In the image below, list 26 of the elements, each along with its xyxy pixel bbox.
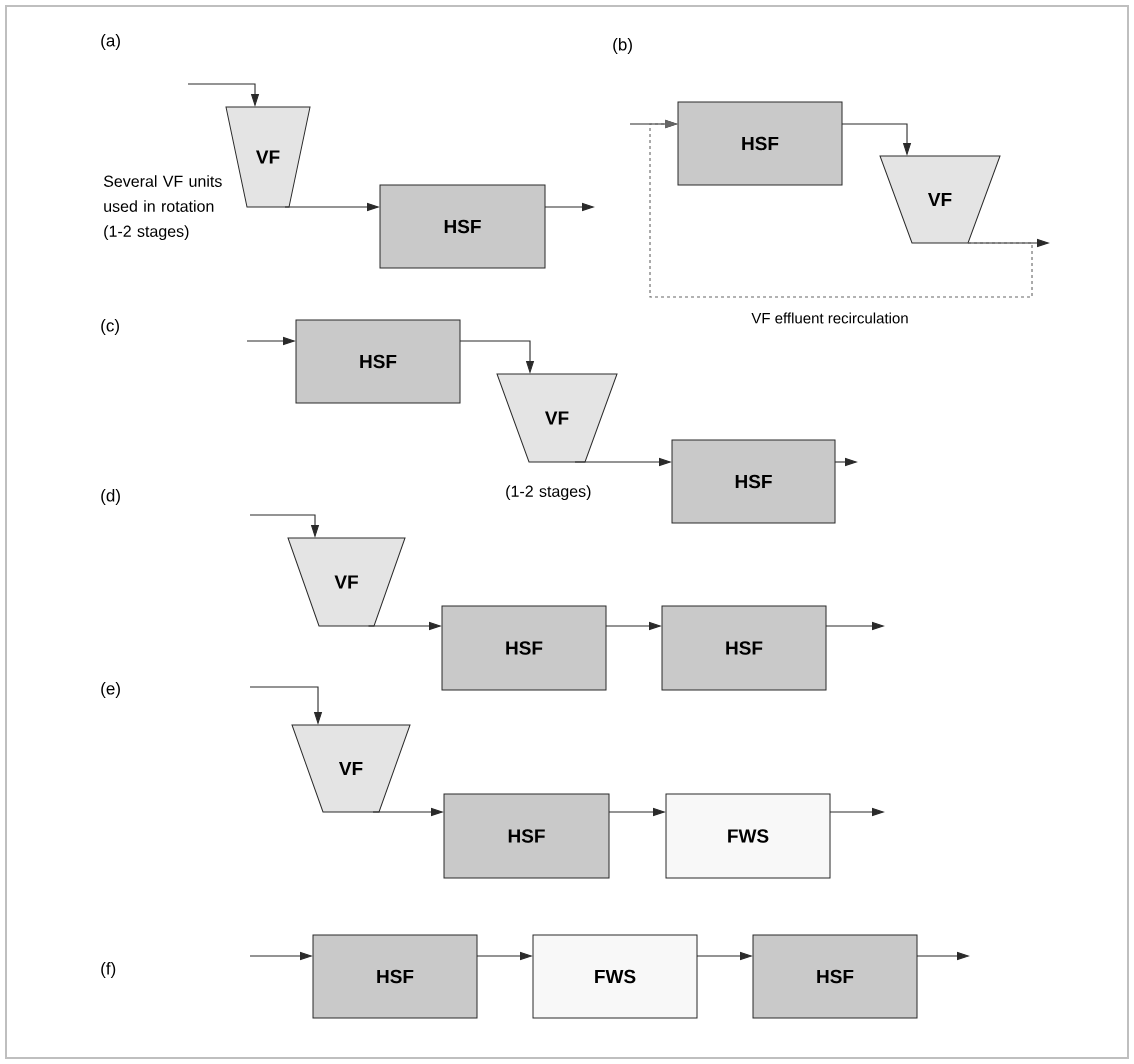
filter-box: HSF <box>312 934 478 1019</box>
filter-box: HSF <box>677 101 843 186</box>
edge-label: VF effluent recirculation <box>750 311 910 325</box>
filter-box: HSF <box>379 184 546 269</box>
filter-box: HSF <box>661 605 827 691</box>
vf-trapezoid: VF <box>225 106 311 208</box>
vf-trapezoid: VF <box>287 537 406 627</box>
filter-box: HSF <box>752 934 918 1019</box>
vf-trapezoid: VF <box>291 724 411 813</box>
filter-box: HSF <box>295 319 461 404</box>
filter-box: FWS <box>665 793 831 879</box>
filter-box: HSF <box>443 793 610 879</box>
panel-label: (b) <box>613 38 632 54</box>
panel-label: (a) <box>101 34 120 50</box>
note-text: (1-2 stages) <box>506 485 591 501</box>
filter-box: HSF <box>671 439 836 524</box>
panel-label: (e) <box>101 682 120 698</box>
arrow <box>649 119 1033 298</box>
filter-box: HSF <box>441 605 607 691</box>
panel-label: (d) <box>101 489 120 505</box>
panel-label: (c) <box>101 319 119 335</box>
vf-trapezoid: VF <box>879 155 1001 244</box>
panel-label: (f) <box>101 962 116 978</box>
vf-trapezoid: VF <box>496 373 618 463</box>
note-text: Several VF units used in rotation (1-2 stages) <box>103 175 222 241</box>
filter-box: FWS <box>532 934 698 1019</box>
